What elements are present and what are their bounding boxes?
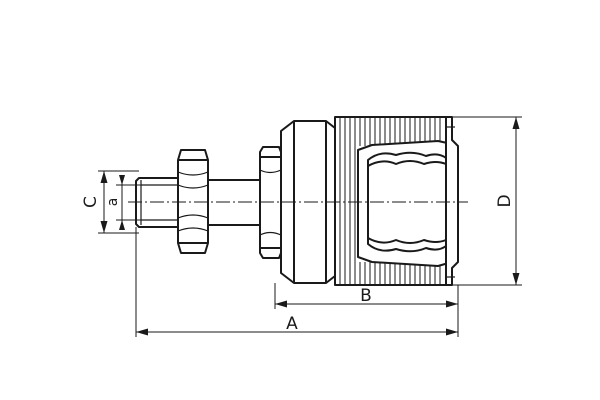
- knurled-sleeve: [334, 116, 453, 286]
- end-cap: [445, 116, 459, 286]
- dimension-c: C: [81, 170, 139, 234]
- dimension-d-label: D: [495, 194, 515, 207]
- dimension-b-label: B: [360, 286, 372, 306]
- hex-nut: [177, 149, 209, 254]
- dimension-d: D: [446, 116, 522, 286]
- dimension-a-small: a: [105, 175, 141, 230]
- dimension-b: B: [274, 283, 459, 309]
- dimension-a-label: A: [286, 314, 298, 334]
- dimension-c-label: C: [81, 196, 101, 208]
- dimension-a-small-label: a: [105, 198, 121, 207]
